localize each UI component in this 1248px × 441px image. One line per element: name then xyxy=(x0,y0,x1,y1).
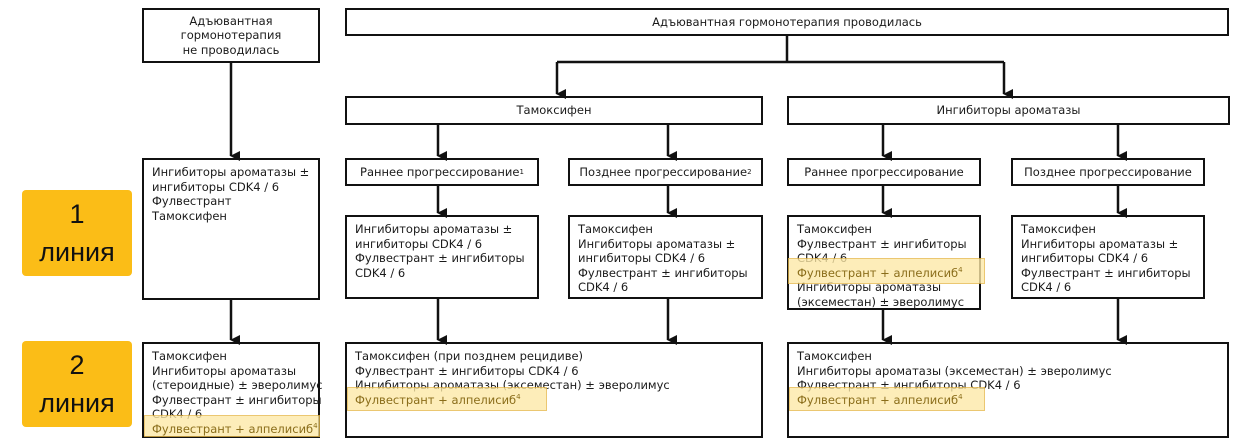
line2-ai-item: Ингибиторы ароматазы (эксеместан) ± эвер… xyxy=(797,363,1112,378)
line2-ai-highlight: Фулвестрант + алпелисиб4 xyxy=(797,393,1219,408)
line1-ai-early-highlight: Фулвестрант + алпелисиб4 xyxy=(797,266,971,281)
line-2-word: линия xyxy=(39,388,115,418)
line2-box-ai: Тамоксифен Ингибиторы ароматазы (эксемес… xyxy=(787,342,1229,438)
line1-tam-early-item: Ингибиторы ароматазы ± xyxy=(355,222,513,236)
node-no-therapy-line: Адъювантная xyxy=(189,13,273,28)
node-tamoxifen: Тамоксифен xyxy=(345,96,763,125)
line2-no-therapy-item: Тамоксифен xyxy=(152,349,227,363)
node-ai: Ингибиторы ароматазы xyxy=(787,96,1230,125)
node-therapy-done: Адъювантная гормонотерапия проводилась xyxy=(345,8,1229,36)
line1-ai-early-item: Фулвестрант ± ингибиторы xyxy=(797,236,967,251)
line2-ai-item: Тамоксифен xyxy=(797,349,872,363)
node-ai-text: Ингибиторы ароматазы xyxy=(936,103,1081,118)
line1-ai-early-highlight-text: Фулвестрант + алпелисиб xyxy=(797,265,959,280)
line1-no-therapy-item: Ингибиторы ароматазы ± xyxy=(152,165,310,179)
line2-tamoxifen-highlight: Фулвестрант + алпелисиб4 xyxy=(355,393,753,408)
line1-box-ai-late: Тамоксифен Ингибиторы ароматазы ± ингиби… xyxy=(1011,215,1205,299)
line1-tam-late-item: Тамоксифен xyxy=(578,222,653,236)
line-2-label: 2 линия xyxy=(22,341,132,427)
line1-ai-late-item: CDK4 / 6 xyxy=(1021,280,1072,294)
node-no-therapy-line: не проводилась xyxy=(182,42,280,57)
line1-tam-early-item: CDK4 / 6 xyxy=(355,265,406,280)
line2-tamoxifen-highlight-marker xyxy=(347,387,547,411)
line1-tam-early-item: ингибиторы CDK4 / 6 xyxy=(355,236,483,251)
line1-ai-early-item: Тамоксифен xyxy=(797,222,872,236)
line1-ai-late-item: Тамоксифен xyxy=(1021,222,1096,236)
line2-no-therapy-highlight-text: Фулвестрант + алпелисиб xyxy=(152,421,314,436)
node-ai-late-text: Позднее прогрессирование xyxy=(1024,164,1192,179)
line2-ai-highlight-marker xyxy=(789,387,985,411)
line1-ai-late-item: Фулвестрант ± ингибиторы xyxy=(1021,265,1191,280)
line1-box-tam-early: Ингибиторы ароматазы ± ингибиторы CDK4 /… xyxy=(345,215,539,299)
node-tamoxifen-text: Тамоксифен xyxy=(516,103,592,118)
line2-no-therapy-highlight-marker xyxy=(144,415,320,437)
line1-ai-early-item: (эксеместан) ± эверолимус xyxy=(797,294,965,309)
line2-ai-highlight-text: Фулвестрант + алпелисиб xyxy=(797,392,959,407)
node-therapy-done-text: Адъювантная гормонотерапия проводилась xyxy=(652,14,922,29)
line2-tamoxifen-item: Фулвестрант ± ингибиторы CDK4 / 6 xyxy=(355,363,579,378)
line2-tamoxifen-highlight-sup: 4 xyxy=(516,392,521,401)
line-1-label: 1 линия xyxy=(22,190,132,276)
line1-ai-early-highlight-sup: 4 xyxy=(958,265,963,274)
node-tam-early-text: Раннее прогрессирование xyxy=(360,164,520,179)
node-ai-early-text: Раннее прогрессирование xyxy=(804,164,964,179)
line1-no-therapy-item: ингибиторы CDK4 / 6 xyxy=(152,179,280,194)
line1-tam-late-item: Ингибиторы ароматазы ± xyxy=(578,236,736,251)
line1-tam-late-item: CDK4 / 6 xyxy=(578,280,629,294)
line1-box-tam-late: Тамоксифен Ингибиторы ароматазы ± ингиби… xyxy=(568,215,763,299)
line2-no-therapy-highlight: Фулвестрант + алпелисиб4 xyxy=(152,421,318,437)
line2-no-therapy-highlight-sup: 4 xyxy=(313,421,318,430)
line1-ai-late-item: Ингибиторы ароматазы ± xyxy=(1021,236,1179,251)
line2-no-therapy-item: (стероидные) ± эверолимус xyxy=(152,378,323,392)
line1-no-therapy-item: Тамоксифен xyxy=(152,208,227,223)
line1-tam-late-item: ингибиторы CDK4 / 6 xyxy=(578,251,706,265)
line-1-number: 1 xyxy=(69,199,85,229)
line1-tam-early-item: Фулвестрант ± ингибиторы xyxy=(355,251,525,265)
line2-no-therapy-item: Ингибиторы ароматазы xyxy=(152,363,297,378)
line1-box-no-therapy: Ингибиторы ароматазы ± ингибиторы CDK4 /… xyxy=(142,158,320,300)
line-2-number: 2 xyxy=(69,350,85,380)
connector-therapy-split xyxy=(557,36,1004,64)
line2-tamoxifen-item: Тамоксифен (при позднем рецидиве) xyxy=(355,349,584,363)
line1-no-therapy-item: Фулвестрант xyxy=(152,194,232,208)
node-ai-early: Раннее прогрессирование xyxy=(787,158,981,186)
line2-ai-highlight-sup: 4 xyxy=(958,392,963,401)
line2-tamoxifen-highlight-text: Фулвестрант + алпелисиб xyxy=(355,392,517,407)
line1-ai-late-item: ингибиторы CDK4 / 6 xyxy=(1021,251,1149,265)
node-no-therapy: Адъювантная гормонотерапия не проводилас… xyxy=(142,8,320,63)
line1-ai-early-highlight-marker xyxy=(788,258,985,284)
line2-no-therapy-item: Фулвестрант ± ингибиторы xyxy=(152,392,322,407)
line2-box-no-therapy: Тамоксифен Ингибиторы ароматазы (стероид… xyxy=(142,342,323,438)
node-tam-late-text: Позднее прогрессирование xyxy=(579,164,748,179)
line-1-word: линия xyxy=(39,237,115,267)
node-no-therapy-line: гормонотерапия xyxy=(180,28,282,43)
line1-tam-late-item: Фулвестрант ± ингибиторы xyxy=(578,265,748,280)
node-ai-late: Позднее прогрессирование xyxy=(1011,158,1205,186)
